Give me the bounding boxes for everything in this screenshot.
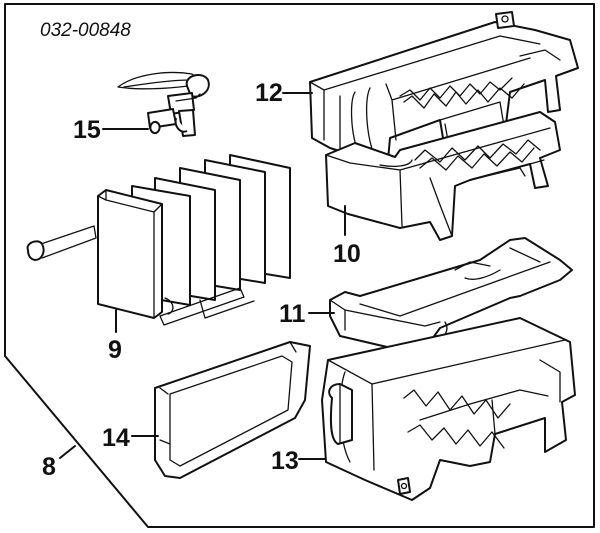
callout-11: 11 [279, 300, 306, 328]
lower-case [321, 317, 576, 501]
cooling-case [325, 111, 561, 241]
assembly-frame [4, 3, 595, 528]
upper-case [309, 11, 579, 161]
callout-9: 9 [108, 336, 122, 364]
expansion-valve [117, 71, 210, 137]
callout-15: 15 [73, 116, 101, 144]
catalog-code: 032-00848 [40, 20, 131, 41]
callout-14: 14 [102, 424, 130, 452]
evaporator [26, 154, 291, 326]
callout-12: 12 [255, 79, 283, 107]
seal-frame [154, 341, 311, 479]
callout-8: 8 [42, 453, 56, 481]
callout-13: 13 [271, 447, 299, 475]
callout-10: 10 [333, 240, 361, 268]
case-gasket [329, 237, 573, 351]
leader-lines [59, 92, 346, 460]
